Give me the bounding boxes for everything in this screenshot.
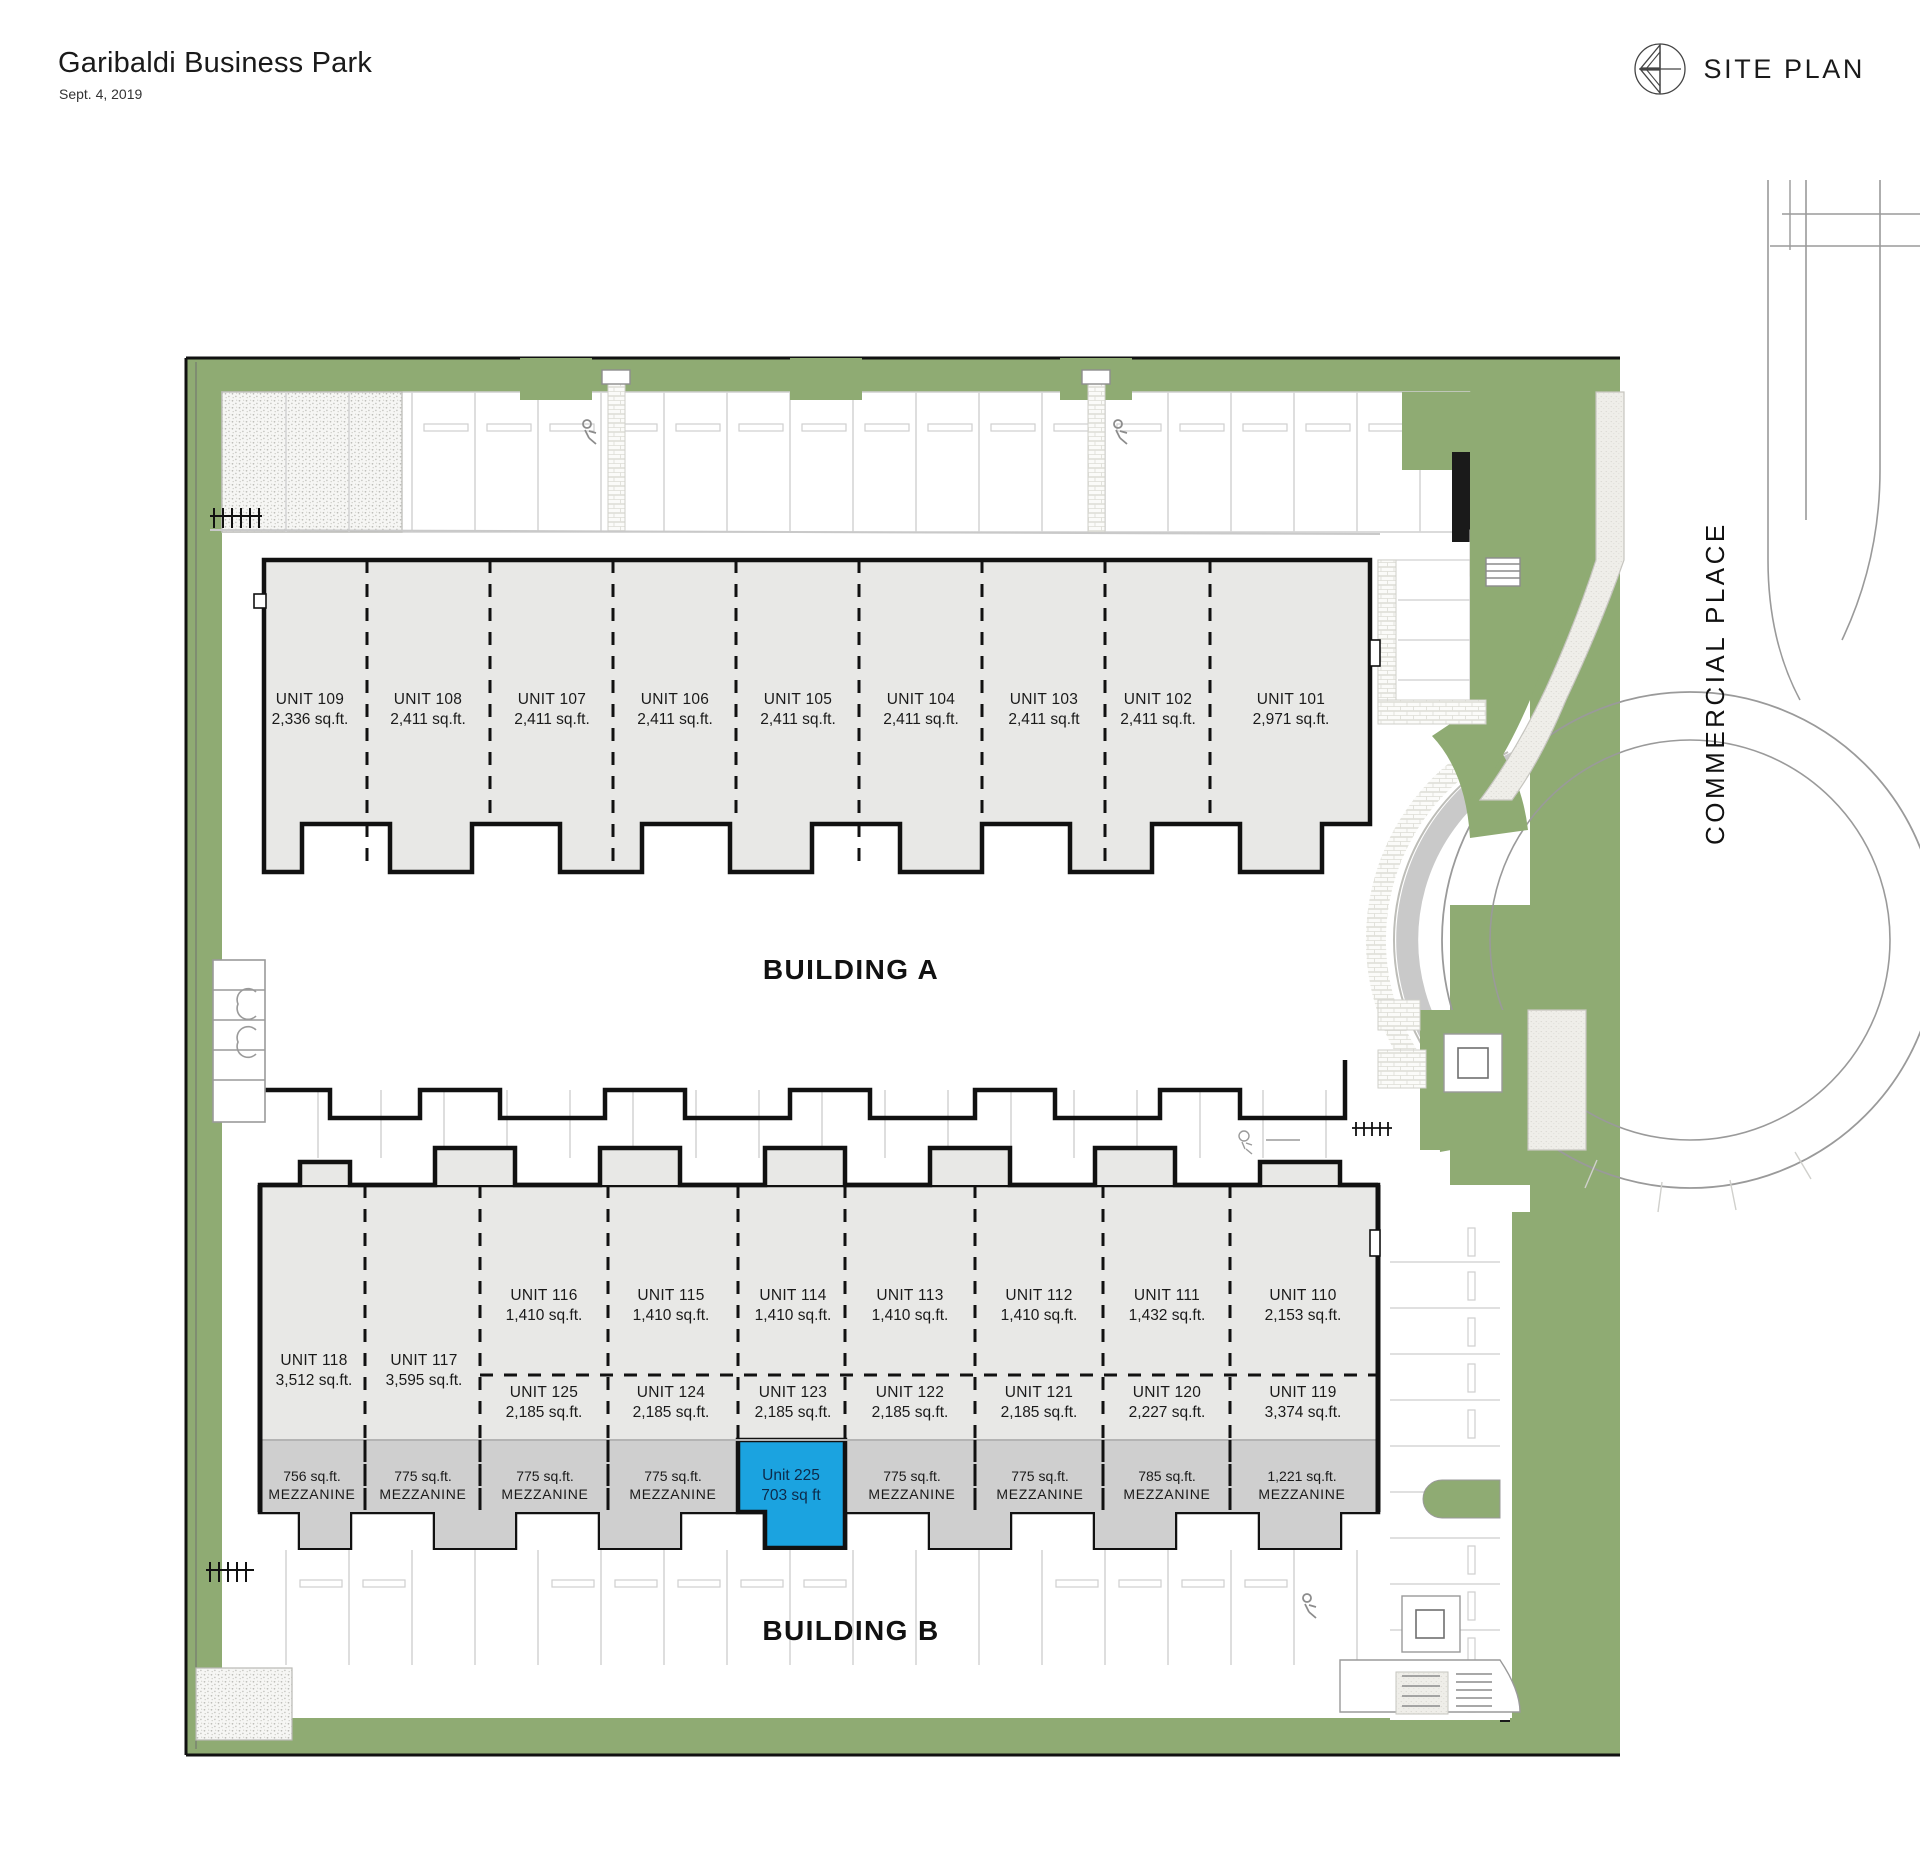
page-title: Garibaldi Business Park	[58, 47, 373, 79]
fence-symbol-mid	[1352, 1122, 1392, 1136]
accessible-parking-icon	[582, 419, 1128, 445]
circle-chevron-logo-icon	[1633, 43, 1686, 95]
fence-symbol-north	[210, 508, 262, 528]
northeast-landscape	[1470, 391, 1625, 801]
fence-symbol-south	[206, 1562, 254, 1582]
accessible-parking-icon	[1302, 1593, 1317, 1619]
central-drive-aisle	[222, 890, 1378, 1158]
street-label-commercial-place: COMMERCIAL PLACE	[1700, 521, 1730, 845]
plan-date: Sept. 4, 2019	[59, 86, 143, 102]
southeast-landscape	[1377, 999, 1587, 1151]
utility-enclosure-south	[1339, 1595, 1521, 1715]
building-b-footprint	[257, 1145, 1381, 1551]
entry-door-marks	[1369, 639, 1381, 1257]
north-parking-area	[221, 358, 1471, 533]
stair-symbol-east-a	[1485, 557, 1521, 587]
site-plan-logo-label: SITE PLAN	[1703, 53, 1865, 84]
south-parking-area	[222, 1550, 1412, 1665]
patio-detail	[212, 959, 266, 1123]
site-plan-logo: SITE PLAN	[1633, 42, 1865, 96]
building-a-units-block	[253, 557, 1373, 875]
